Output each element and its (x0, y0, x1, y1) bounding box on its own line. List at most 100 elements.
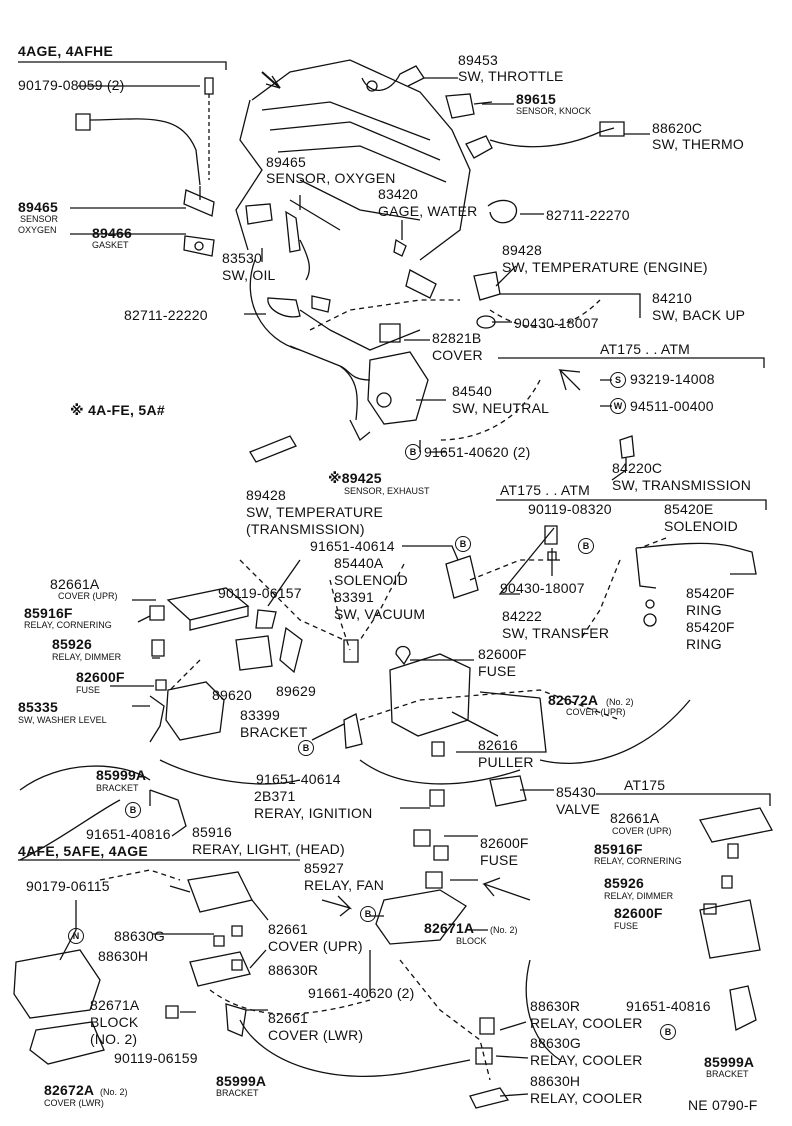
washer-marker-w: W (610, 398, 626, 414)
bolt-marker-b: B (455, 536, 471, 552)
part-number: 2B371 (254, 788, 296, 804)
part-number: 83420 (378, 186, 418, 202)
part-number: 91651-40816 (626, 998, 711, 1014)
bolt-marker-b: B (298, 740, 314, 756)
part-number: 89453 (458, 52, 498, 68)
nut-marker-n: N (68, 928, 84, 944)
part-number: 90119-06159 (114, 1050, 198, 1066)
bolt-marker-b: B (660, 1024, 676, 1040)
part-number: 82600F (480, 835, 529, 851)
part-description: RELAY, CORNERING (594, 856, 682, 866)
part-number: 91651-40614 (310, 538, 395, 554)
part-description: (NO. 2) (90, 1031, 138, 1047)
part-description: SW, OIL (222, 267, 276, 283)
part-description: SW, WASHER LEVEL (18, 715, 107, 725)
part-description: COVER (UPR) (612, 826, 672, 836)
part-description: RING (686, 636, 722, 652)
part-number: 89465 (18, 199, 58, 215)
harness-curves (19, 369, 691, 1077)
part-number: 85335 (18, 699, 58, 715)
part-description: BRACKET (96, 783, 139, 793)
part-number: 85999A (704, 1054, 755, 1070)
dashed-leaders (99, 299, 667, 1081)
part-description: BLOCK (90, 1014, 139, 1030)
part-number: 82661 (268, 1010, 308, 1026)
part-description: SOLENOID (334, 572, 408, 588)
part-description: GAGE, WATER (378, 203, 478, 219)
part-description: SW, TEMPERATURE (246, 504, 384, 520)
part-description: COVER (UPR) (58, 591, 118, 601)
part-number: 88630H (98, 948, 149, 964)
part-number: 85430 (556, 784, 596, 800)
part-description: RELAY, DIMMER (604, 891, 674, 901)
part-number: 89620 (212, 687, 252, 703)
part-number: 90179-08059 (2) (18, 77, 125, 93)
part-number: 82616 (478, 737, 518, 753)
part-description: GASKET (92, 240, 129, 250)
part-number: 85926 (52, 636, 92, 652)
part-number: 85916F (594, 841, 643, 857)
part-number: 90179-06115 (26, 878, 110, 894)
part-number: 82672A (548, 692, 599, 708)
part-description: SW, TRANSMISSION (612, 477, 752, 493)
part-description: RELAY, DIMMER (52, 652, 122, 662)
part-description: SW, THERMO (652, 136, 744, 152)
part-number: 88630G (530, 1035, 582, 1051)
part-description: SW, TRANSFER (502, 625, 610, 641)
part-description: COVER (LWR) (268, 1027, 364, 1043)
part-description: (TRANSMISSION) (246, 521, 365, 537)
part-description: SOLENOID (664, 518, 738, 534)
section-heading-4age-4afhe: 4AGE, 4AFHE (18, 43, 114, 59)
part-number: 83530 (222, 250, 262, 266)
part-number: 93219-14008 (630, 371, 715, 387)
part-description: BRACKET (706, 1069, 749, 1079)
part-number: 82661A (50, 576, 100, 592)
part-number: 84210 (652, 290, 692, 306)
part-number: 82661 (268, 921, 308, 937)
part-description: RELAY, FAN (304, 877, 385, 893)
part-description: COVER (UPR) (566, 707, 626, 717)
part-description: SENSOR, KNOCK (516, 106, 592, 116)
part-number: 82711-22270 (546, 207, 630, 223)
part-number: 90119-06157 (218, 585, 302, 601)
part-number: 85926 (604, 875, 644, 891)
engine-block-outline (235, 59, 471, 351)
part-description: BRACKET (216, 1088, 259, 1098)
part-number: 82671A (90, 997, 140, 1013)
part-number: 85420F (686, 585, 735, 601)
part-description: COVER (432, 347, 483, 363)
top-switch-drawings (361, 65, 625, 159)
part-description: FUSE (76, 685, 101, 695)
part-number: 85420F (686, 619, 735, 635)
part-number: 82711-22220 (124, 307, 208, 323)
part-number: 85927 (304, 860, 344, 876)
part-description: (No. 2) (100, 1087, 128, 1097)
part-number: 90430-18007 (500, 580, 585, 596)
part-number: 84222 (502, 608, 542, 624)
part-number: 82600F (76, 669, 125, 685)
part-number: 89629 (276, 683, 316, 699)
oxygen-sensor-drawing (75, 77, 215, 257)
part-description: FUSE (478, 663, 517, 679)
part-number: 88620C (652, 120, 703, 136)
part-description: RELAY, CORNERING (24, 620, 112, 630)
section-heading-4afe-5a: ※ 4A-FE, 5A# (70, 402, 166, 418)
part-description: SW, THROTTLE (458, 68, 564, 84)
part-number: 89465 (266, 154, 306, 170)
bolt-marker-b: B (125, 802, 141, 818)
part-description: SW, NEUTRAL (452, 400, 550, 416)
part-number: 90430-18007 (514, 315, 599, 331)
part-description: RELAY, COOLER (530, 1052, 643, 1068)
part-number: 83399 (240, 707, 280, 723)
part-number: 90119-08320 (528, 501, 612, 517)
drawing-reference-number: NE 0790-F (688, 1097, 758, 1113)
part-description: SW, BACK UP (652, 307, 746, 323)
part-number: 82672A (44, 1082, 95, 1098)
part-description: RERAY, IGNITION (254, 805, 373, 821)
part-number: 82600F (614, 905, 663, 921)
mid-sensor-drawings (245, 199, 518, 329)
part-number: 85916 (192, 824, 232, 840)
part-number: 94511-00400 (630, 398, 714, 414)
part-number: 91651-40614 (256, 771, 341, 787)
part-number: 85999A (216, 1073, 267, 1089)
